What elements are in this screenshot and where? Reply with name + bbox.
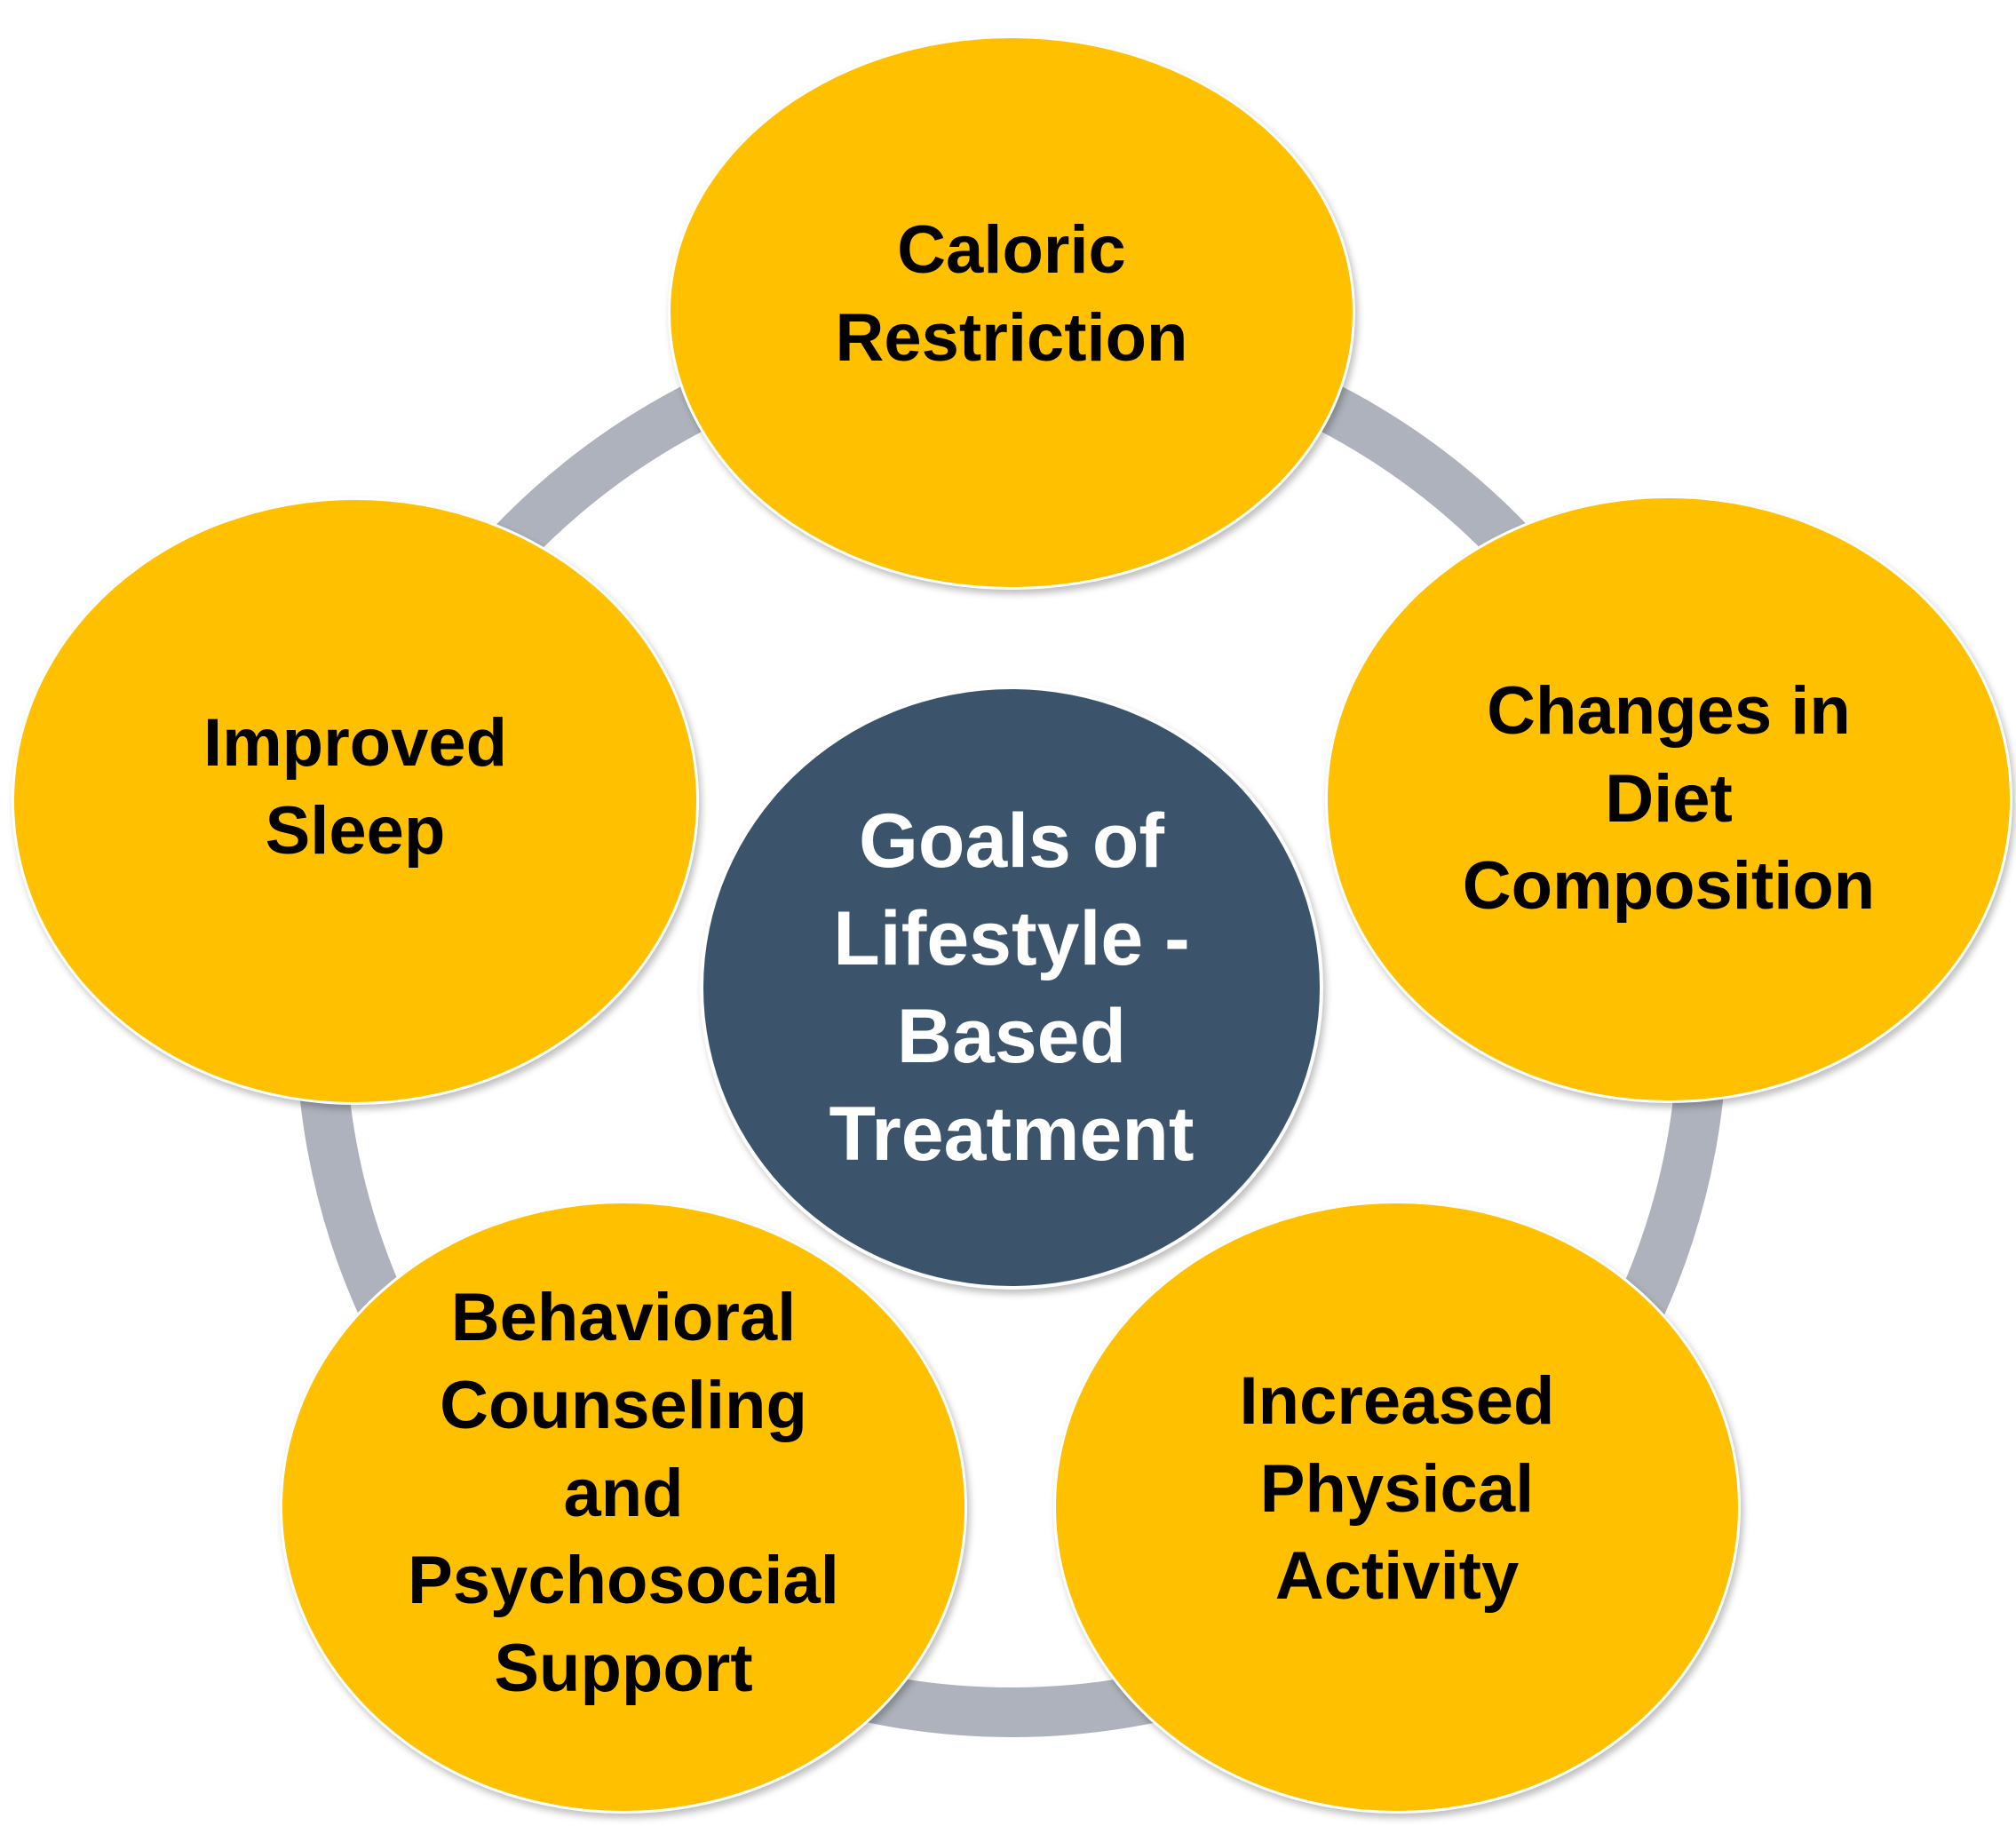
node-behavioral-counseling: Behavioral Counseling and Psychosocial S… — [280, 1201, 967, 1814]
node-caloric-restriction-label: Caloric Restriction — [835, 212, 1188, 376]
node-improved-sleep-label: Improved Sleep — [202, 705, 508, 869]
node-physical-activity-label: Increased Physical Activity — [1239, 1362, 1555, 1615]
node-diet-composition: Changes in Diet Composition — [1325, 496, 2012, 1103]
center-node-goals: Goals of Lifestyle - Based Treatment — [700, 686, 1323, 1290]
center-node-label: Goals of Lifestyle - Based Treatment — [829, 798, 1195, 1178]
node-diet-composition-label: Changes in Diet Composition — [1462, 672, 1876, 925]
node-caloric-restriction: Caloric Restriction — [668, 36, 1355, 590]
node-physical-activity: Increased Physical Activity — [1053, 1201, 1741, 1814]
node-improved-sleep: Improved Sleep — [12, 497, 699, 1105]
node-behavioral-counseling-label: Behavioral Counseling and Psychosocial S… — [408, 1280, 839, 1707]
